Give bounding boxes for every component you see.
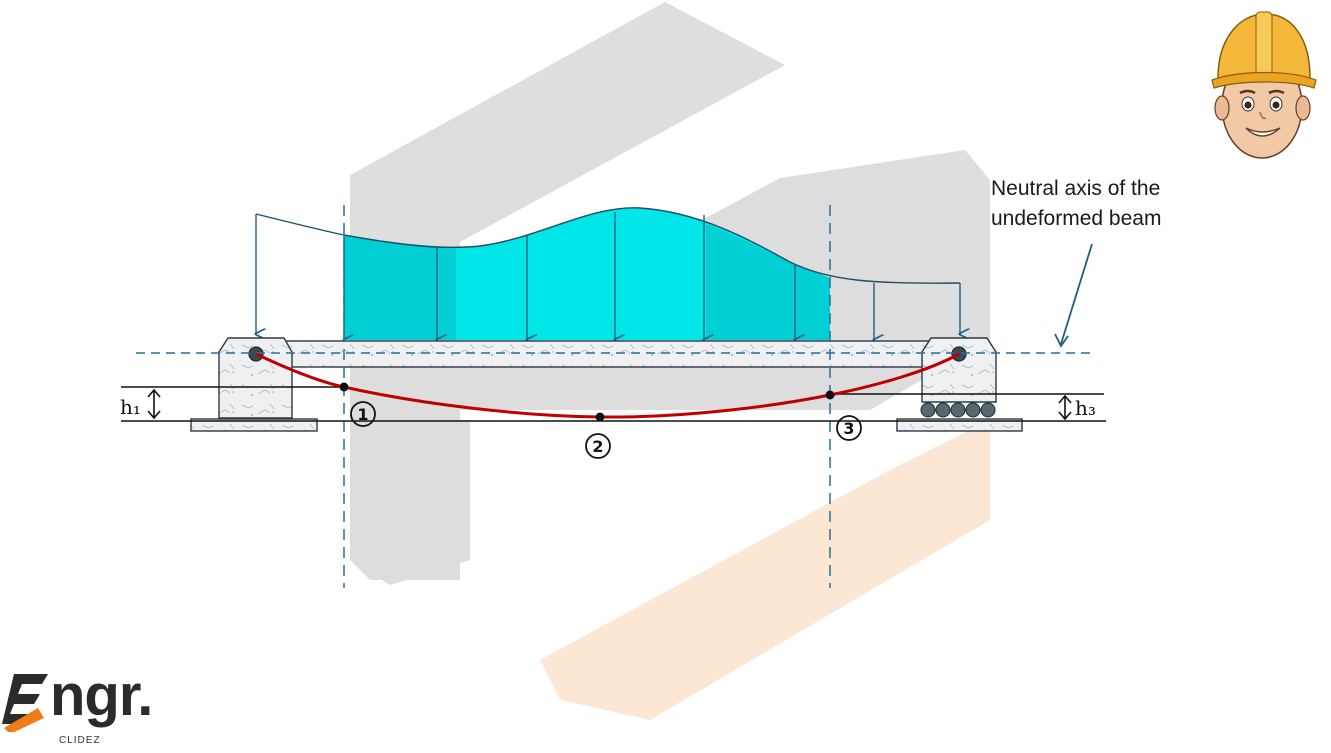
- annotation-leader-arrow: [1054, 243, 1093, 348]
- logo-subtext: CLIDEZ: [59, 735, 101, 746]
- logo-wordmark: ngr.: [50, 663, 153, 728]
- engineer-mascot-icon: [1210, 8, 1320, 164]
- point-3-marker: [825, 390, 835, 400]
- logo-e-mark-icon: [2, 674, 48, 732]
- point-3-label: 3: [843, 419, 854, 438]
- point-1-label-group: 1: [350, 401, 376, 427]
- beam: [281, 340, 933, 368]
- h3-label: h₃: [1075, 396, 1096, 420]
- point-1-marker: [339, 382, 349, 392]
- point-2-label: 2: [592, 437, 603, 456]
- engr-logo: ngr. CLIDEZ: [0, 664, 170, 748]
- pin-support-icon: [190, 337, 318, 432]
- distributed-load-shade-right: [706, 224, 830, 340]
- h1-dimension: [147, 388, 161, 420]
- point-2-marker: [595, 412, 605, 422]
- distributed-load-shade: [344, 235, 456, 340]
- reference-lines: [121, 386, 1106, 422]
- neutral-axis-annotation: Neutral axis of the undeformed beam: [991, 174, 1231, 234]
- point-2-label-group: 2: [585, 433, 611, 459]
- point-1-label: 1: [357, 405, 368, 424]
- h1-label: h₁: [120, 395, 141, 419]
- h3-dimension: [1058, 394, 1072, 421]
- point-3-label-group: 3: [836, 415, 862, 441]
- annotation-line-2: undeformed beam: [991, 207, 1162, 230]
- annotation-line-1: Neutral axis of the: [991, 177, 1161, 200]
